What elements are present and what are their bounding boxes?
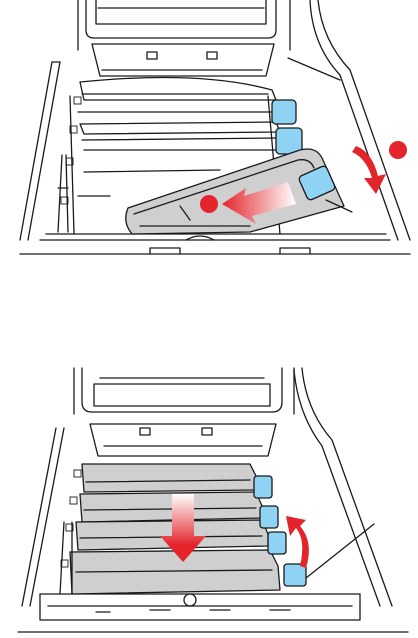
panel-installed-cartridges — [18, 368, 408, 632]
panel-remove-cartridge — [20, 0, 410, 254]
cartridge-cyan — [82, 464, 256, 492]
curved-down-arrow — [352, 146, 386, 194]
lever — [272, 100, 296, 124]
cartridge-magenta — [80, 492, 262, 522]
magenta-tab — [70, 497, 77, 504]
cyan-tab — [74, 97, 81, 104]
callout-pointer-line — [306, 524, 374, 578]
printer-lid-top — [78, 0, 290, 76]
callout-dot-1 — [389, 141, 407, 159]
lever — [268, 532, 286, 554]
lever — [254, 476, 272, 498]
printer-lid-top-2 — [74, 368, 294, 456]
curved-up-arrow — [286, 516, 309, 568]
lever — [284, 564, 306, 586]
cyan-tab — [74, 470, 81, 477]
removed-cartridge — [126, 149, 352, 234]
callout-dot-2 — [200, 195, 218, 213]
lever — [260, 506, 278, 528]
toner-tabs-panel1 — [58, 97, 81, 232]
